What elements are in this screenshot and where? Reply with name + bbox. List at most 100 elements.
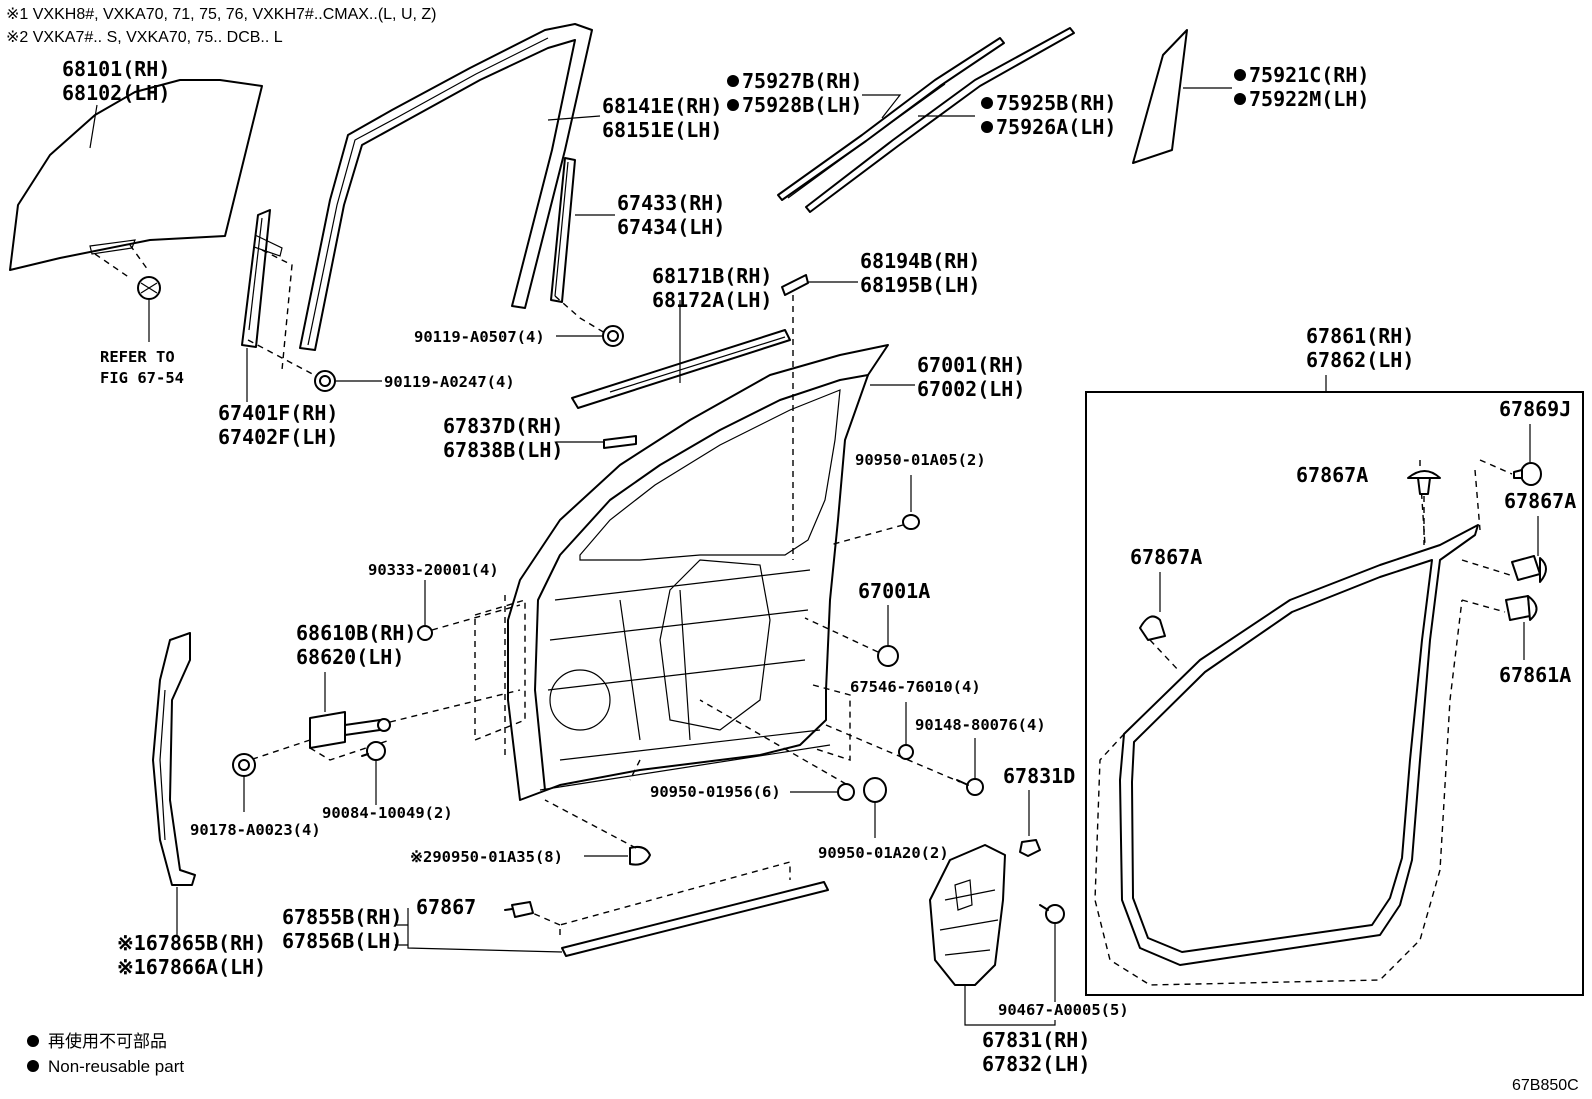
clip-67861a-icon — [1505, 595, 1538, 621]
front-channel-shape — [550, 157, 576, 303]
label-67001a: 67001A — [858, 579, 930, 603]
frame-weatherstrip-shape — [299, 23, 593, 351]
label-67837d: 67837D(RH) — [443, 414, 563, 438]
door-protector-shape — [152, 632, 196, 886]
lead-68101 — [89, 104, 98, 149]
pillar-garnish-shape — [1132, 29, 1188, 164]
screw-90467-icon — [1039, 904, 1065, 924]
label-67831: 67831(RH) — [982, 1028, 1090, 1052]
label-67866a: ※167866A(LH) — [117, 955, 266, 979]
label-75926a: 75926A(LH) — [996, 115, 1116, 139]
label-75928b: 75928B(LH) — [742, 93, 862, 117]
weatherstrip-shape — [1119, 524, 1479, 966]
applicability-note-1: ※1 VXKH8#, VXKA70, 71, 75, 76, VXKH7#..C… — [6, 6, 436, 23]
label-75922m: 75922M(LH) — [1249, 87, 1369, 111]
label-67434: 67434(LH) — [617, 215, 725, 239]
label-67832: 67832(LH) — [982, 1052, 1090, 1076]
clip-67869j-icon — [1513, 462, 1542, 486]
label-90950-01a35: ※290950-01A35(8) — [410, 848, 563, 866]
door-panel-shape — [507, 344, 889, 801]
label-90950-01a20: 90950-01A20(2) — [818, 844, 949, 862]
label-refer-fig: FIG 67-54 — [100, 369, 184, 387]
clip-67867a-right-icon — [1511, 555, 1547, 583]
belt-molding-shape — [571, 329, 791, 409]
clip-67867a-top-icon — [1407, 470, 1441, 495]
label-67856b: 67856B(LH) — [282, 929, 402, 953]
nonreusable-dot-75928 — [727, 99, 739, 111]
nonreusable-dot-75926 — [981, 121, 993, 133]
label-67867a-right: 67867A — [1504, 489, 1576, 513]
door-lock-shape — [929, 844, 1006, 986]
label-75927b: 75927B(RH) — [742, 69, 862, 93]
label-68151e: 68151E(LH) — [602, 118, 722, 142]
rocker-molding-shape — [561, 881, 829, 957]
figure-code: 67B850C — [1512, 1077, 1579, 1094]
door-check-shape — [309, 711, 391, 749]
nut-90333-icon — [417, 625, 433, 641]
label-68194b: 68194B(RH) — [860, 249, 980, 273]
clip-67867-icon — [504, 901, 534, 918]
grommet-90950a-icon — [902, 514, 920, 530]
nut-67546-icon — [898, 744, 914, 760]
label-68610b: 68610B(RH) — [296, 621, 416, 645]
check-nut-90178-icon — [232, 753, 256, 777]
label-67869j: 67869J — [1499, 397, 1571, 421]
label-67546-76010: 67546-76010(4) — [850, 678, 981, 696]
label-90333-20001: 90333-20001(4) — [368, 561, 499, 579]
label-90119-a0247: 90119-A0247(4) — [384, 373, 515, 391]
rear-channel-shape — [241, 209, 283, 348]
check-bolt-icon — [361, 741, 386, 761]
legend-dot-jp — [27, 1035, 39, 1047]
nonreusable-dot-75927 — [727, 75, 739, 87]
nonreusable-dot-75922 — [1234, 93, 1246, 105]
clip-67867a-left-icon — [1139, 615, 1166, 641]
glass-bolt-dash — [94, 244, 149, 279]
label-68195b: 68195B(LH) — [860, 273, 980, 297]
nonreusable-dot-75925 — [981, 97, 993, 109]
label-75921c: 75921C(RH) — [1249, 63, 1369, 87]
label-90148-80076: 90148-80076(4) — [915, 716, 1046, 734]
roof-molding-shape — [777, 27, 1075, 213]
label-67867a-left: 67867A — [1130, 545, 1202, 569]
label-67861: 67861(RH) — [1306, 324, 1414, 348]
front-channel-bolt-icon — [556, 325, 624, 347]
label-67862: 67862(LH) — [1306, 348, 1414, 372]
label-67861a: 67861A — [1499, 663, 1571, 687]
label-67867a-top: 67867A — [1296, 463, 1368, 487]
plug-67001a-icon — [877, 645, 899, 667]
label-refer-to: REFER TO — [100, 348, 175, 366]
label-90178-a0023: 90178-A0023(4) — [190, 821, 321, 839]
plug-90950c-icon — [863, 777, 887, 803]
label-67402f: 67402F(LH) — [218, 425, 338, 449]
clip-68194-shape — [781, 274, 809, 296]
applicability-note-2: ※2 VXKA7#.. S, VXKA70, 75.. DCB.. L — [6, 29, 283, 46]
legend-dot-en — [27, 1060, 39, 1072]
clip-67831d-icon — [1019, 839, 1041, 857]
channel-bolt-icon — [314, 370, 382, 392]
legend-text-en: Non-reusable part — [48, 1057, 184, 1076]
label-90119-a0507: 90119-A0507(4) — [414, 328, 545, 346]
label-67433: 67433(RH) — [617, 191, 725, 215]
stopper-67837-shape — [603, 435, 637, 449]
clip-90950d-icon — [629, 845, 651, 866]
label-90950-01a05: 90950-01A05(2) — [855, 451, 986, 469]
door-glass-shape — [9, 79, 263, 271]
label-67002: 67002(LH) — [917, 377, 1025, 401]
glass-bolt-icon — [137, 276, 161, 342]
label-75925b: 75925B(RH) — [996, 91, 1116, 115]
label-67831d: 67831D — [1003, 764, 1075, 788]
label-68101: 68101(RH) — [62, 57, 170, 81]
label-67401f: 67401F(RH) — [218, 401, 338, 425]
legend-text-jp: 再使用不可部品 — [48, 1031, 167, 1051]
label-67867: 67867 — [416, 895, 476, 919]
label-68172a: 68172A(LH) — [652, 288, 772, 312]
weatherstrip-detail-frame — [1085, 391, 1584, 996]
label-90467-a0005: 90467-A0005(5) — [998, 1001, 1129, 1019]
label-68141e: 68141E(RH) — [602, 94, 722, 118]
label-67855b: 67855B(RH) — [282, 905, 402, 929]
label-68102: 68102(LH) — [62, 81, 170, 105]
label-68171b: 68171B(RH) — [652, 264, 772, 288]
label-67001: 67001(RH) — [917, 353, 1025, 377]
label-67865b: ※167865B(RH) — [117, 931, 266, 955]
bolt-90148-icon — [956, 778, 984, 796]
